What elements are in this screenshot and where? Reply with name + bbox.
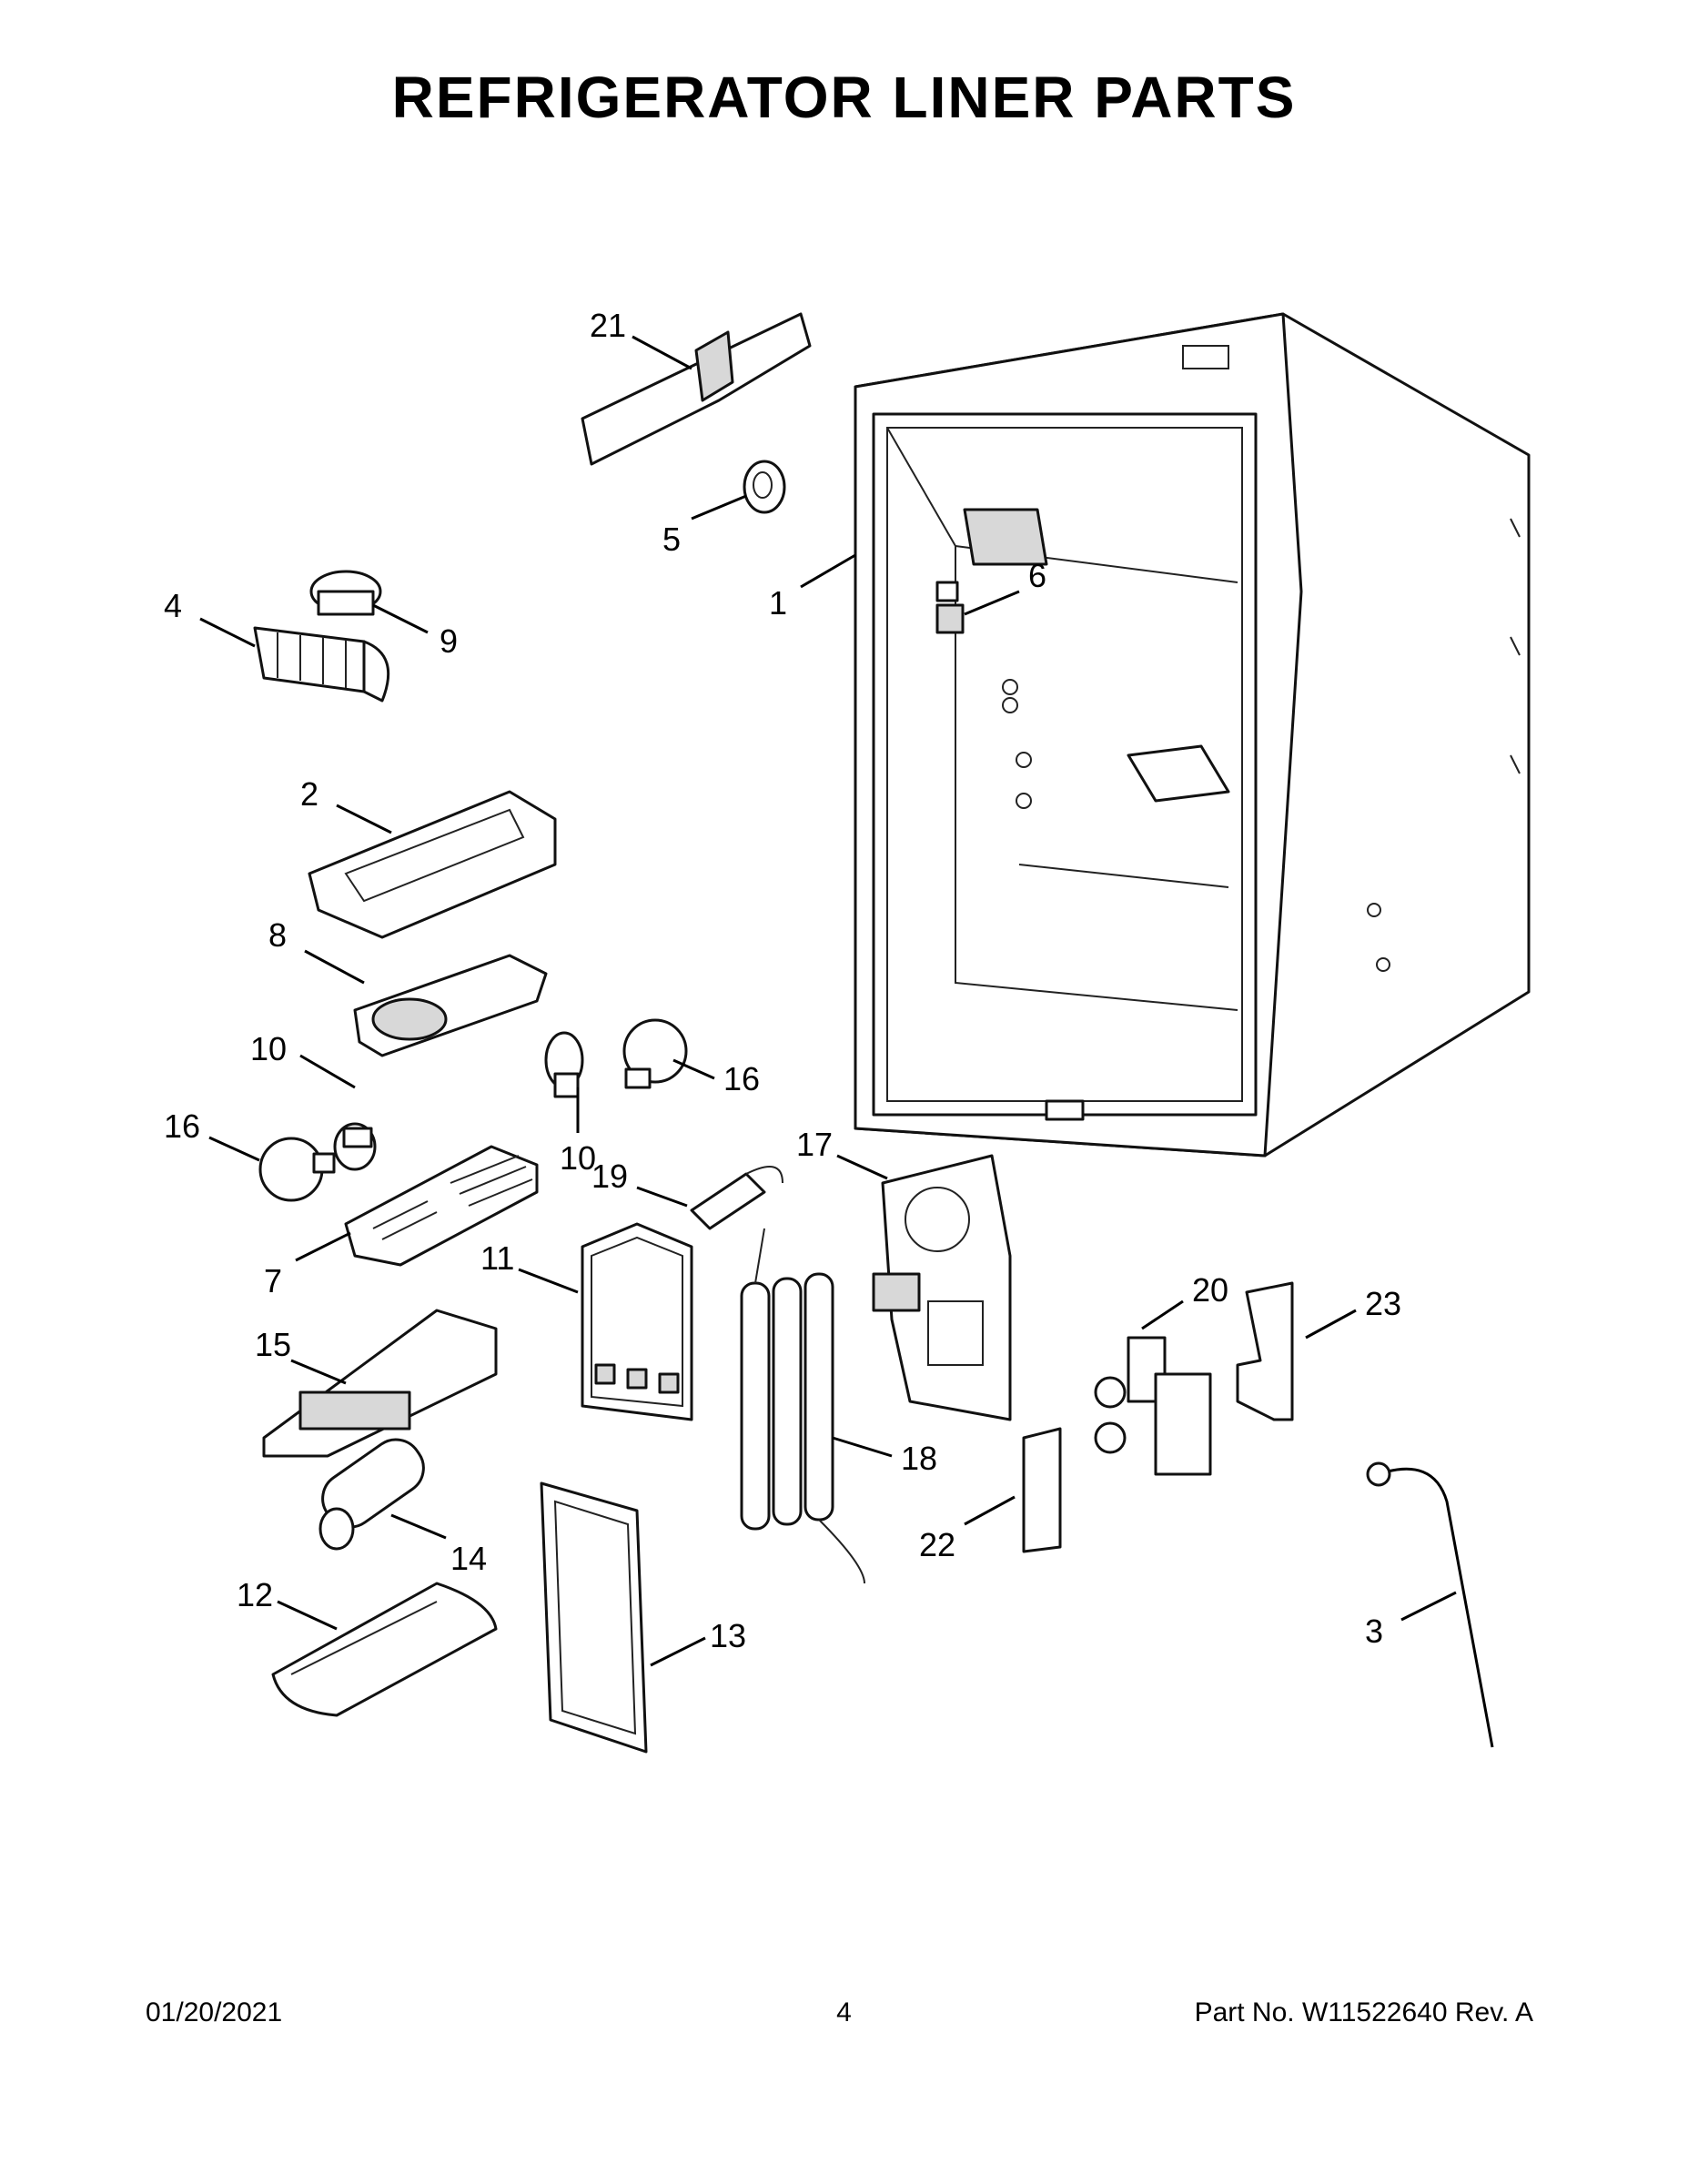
callout-6: 6 — [1028, 557, 1046, 594]
part-19-thermistor — [690, 1166, 783, 1230]
callout-5: 5 — [662, 521, 681, 558]
part-6-clip — [935, 603, 965, 634]
part-17-housing — [872, 1154, 1012, 1421]
part-11-bracket — [581, 1222, 693, 1421]
callout-12: 12 — [237, 1576, 273, 1613]
callout-16-left: 16 — [164, 1107, 200, 1145]
callout-18: 18 — [901, 1440, 937, 1477]
part-3-water-tube — [1366, 1461, 1494, 1748]
callout-3: 3 — [1365, 1613, 1383, 1650]
part-22-channel — [1022, 1427, 1062, 1553]
footer-part-number: Part No. W11522640 Rev. A — [1194, 1997, 1533, 2027]
part-12-drip-tray — [271, 1582, 498, 1717]
part-7-grille — [344, 1145, 539, 1267]
callout-17: 17 — [796, 1126, 833, 1163]
part-15-tray-assembly — [262, 1309, 498, 1458]
part-23-bracket — [1236, 1281, 1294, 1421]
callout-labels: 21 5 1 6 4 9 2 8 10 16 16 10 19 17 7 11 … — [164, 307, 1401, 1654]
callout-13: 13 — [710, 1617, 746, 1654]
leader-lines — [199, 335, 1457, 1667]
callout-9: 9 — [440, 622, 458, 660]
callout-15: 15 — [255, 1326, 291, 1363]
callout-1: 1 — [769, 584, 787, 622]
part-16-bulb-left — [258, 1137, 336, 1202]
part-10-socket-left — [333, 1122, 377, 1171]
callout-16-right: 16 — [723, 1060, 760, 1097]
part-16-bulb-right — [622, 1018, 688, 1089]
part-10-socket-right — [544, 1031, 584, 1098]
part-14-filter — [318, 1438, 425, 1551]
callout-11: 11 — [480, 1239, 514, 1277]
part-18-water-tank — [740, 1228, 865, 1584]
callout-19: 19 — [591, 1158, 628, 1195]
callout-4: 4 — [164, 587, 182, 624]
callout-23: 23 — [1365, 1285, 1401, 1322]
part-8-lens — [353, 954, 548, 1057]
part-9-socket — [309, 570, 382, 616]
part-2-housing — [308, 790, 557, 939]
callout-10-left: 10 — [250, 1030, 287, 1067]
callout-22: 22 — [919, 1526, 955, 1563]
callout-21: 21 — [590, 307, 626, 344]
callout-2: 2 — [300, 775, 318, 813]
callout-7: 7 — [264, 1262, 282, 1299]
footer-page-number: 4 — [836, 1997, 852, 2027]
part-4-vent-cover — [253, 626, 390, 703]
page-title: REFRIGERATOR LINER PARTS — [391, 65, 1297, 130]
callout-8: 8 — [268, 916, 287, 954]
callout-14: 14 — [450, 1540, 487, 1577]
callout-20: 20 — [1192, 1271, 1228, 1309]
footer-date: 01/20/2021 — [146, 1997, 283, 2027]
part-13-panel — [540, 1481, 648, 1754]
callout-10-right: 10 — [560, 1139, 596, 1177]
part-1-liner — [854, 312, 1531, 1158]
part-21-cover — [581, 312, 812, 466]
part-20-water-valve — [1094, 1336, 1212, 1476]
part-5-grommet — [743, 460, 786, 514]
